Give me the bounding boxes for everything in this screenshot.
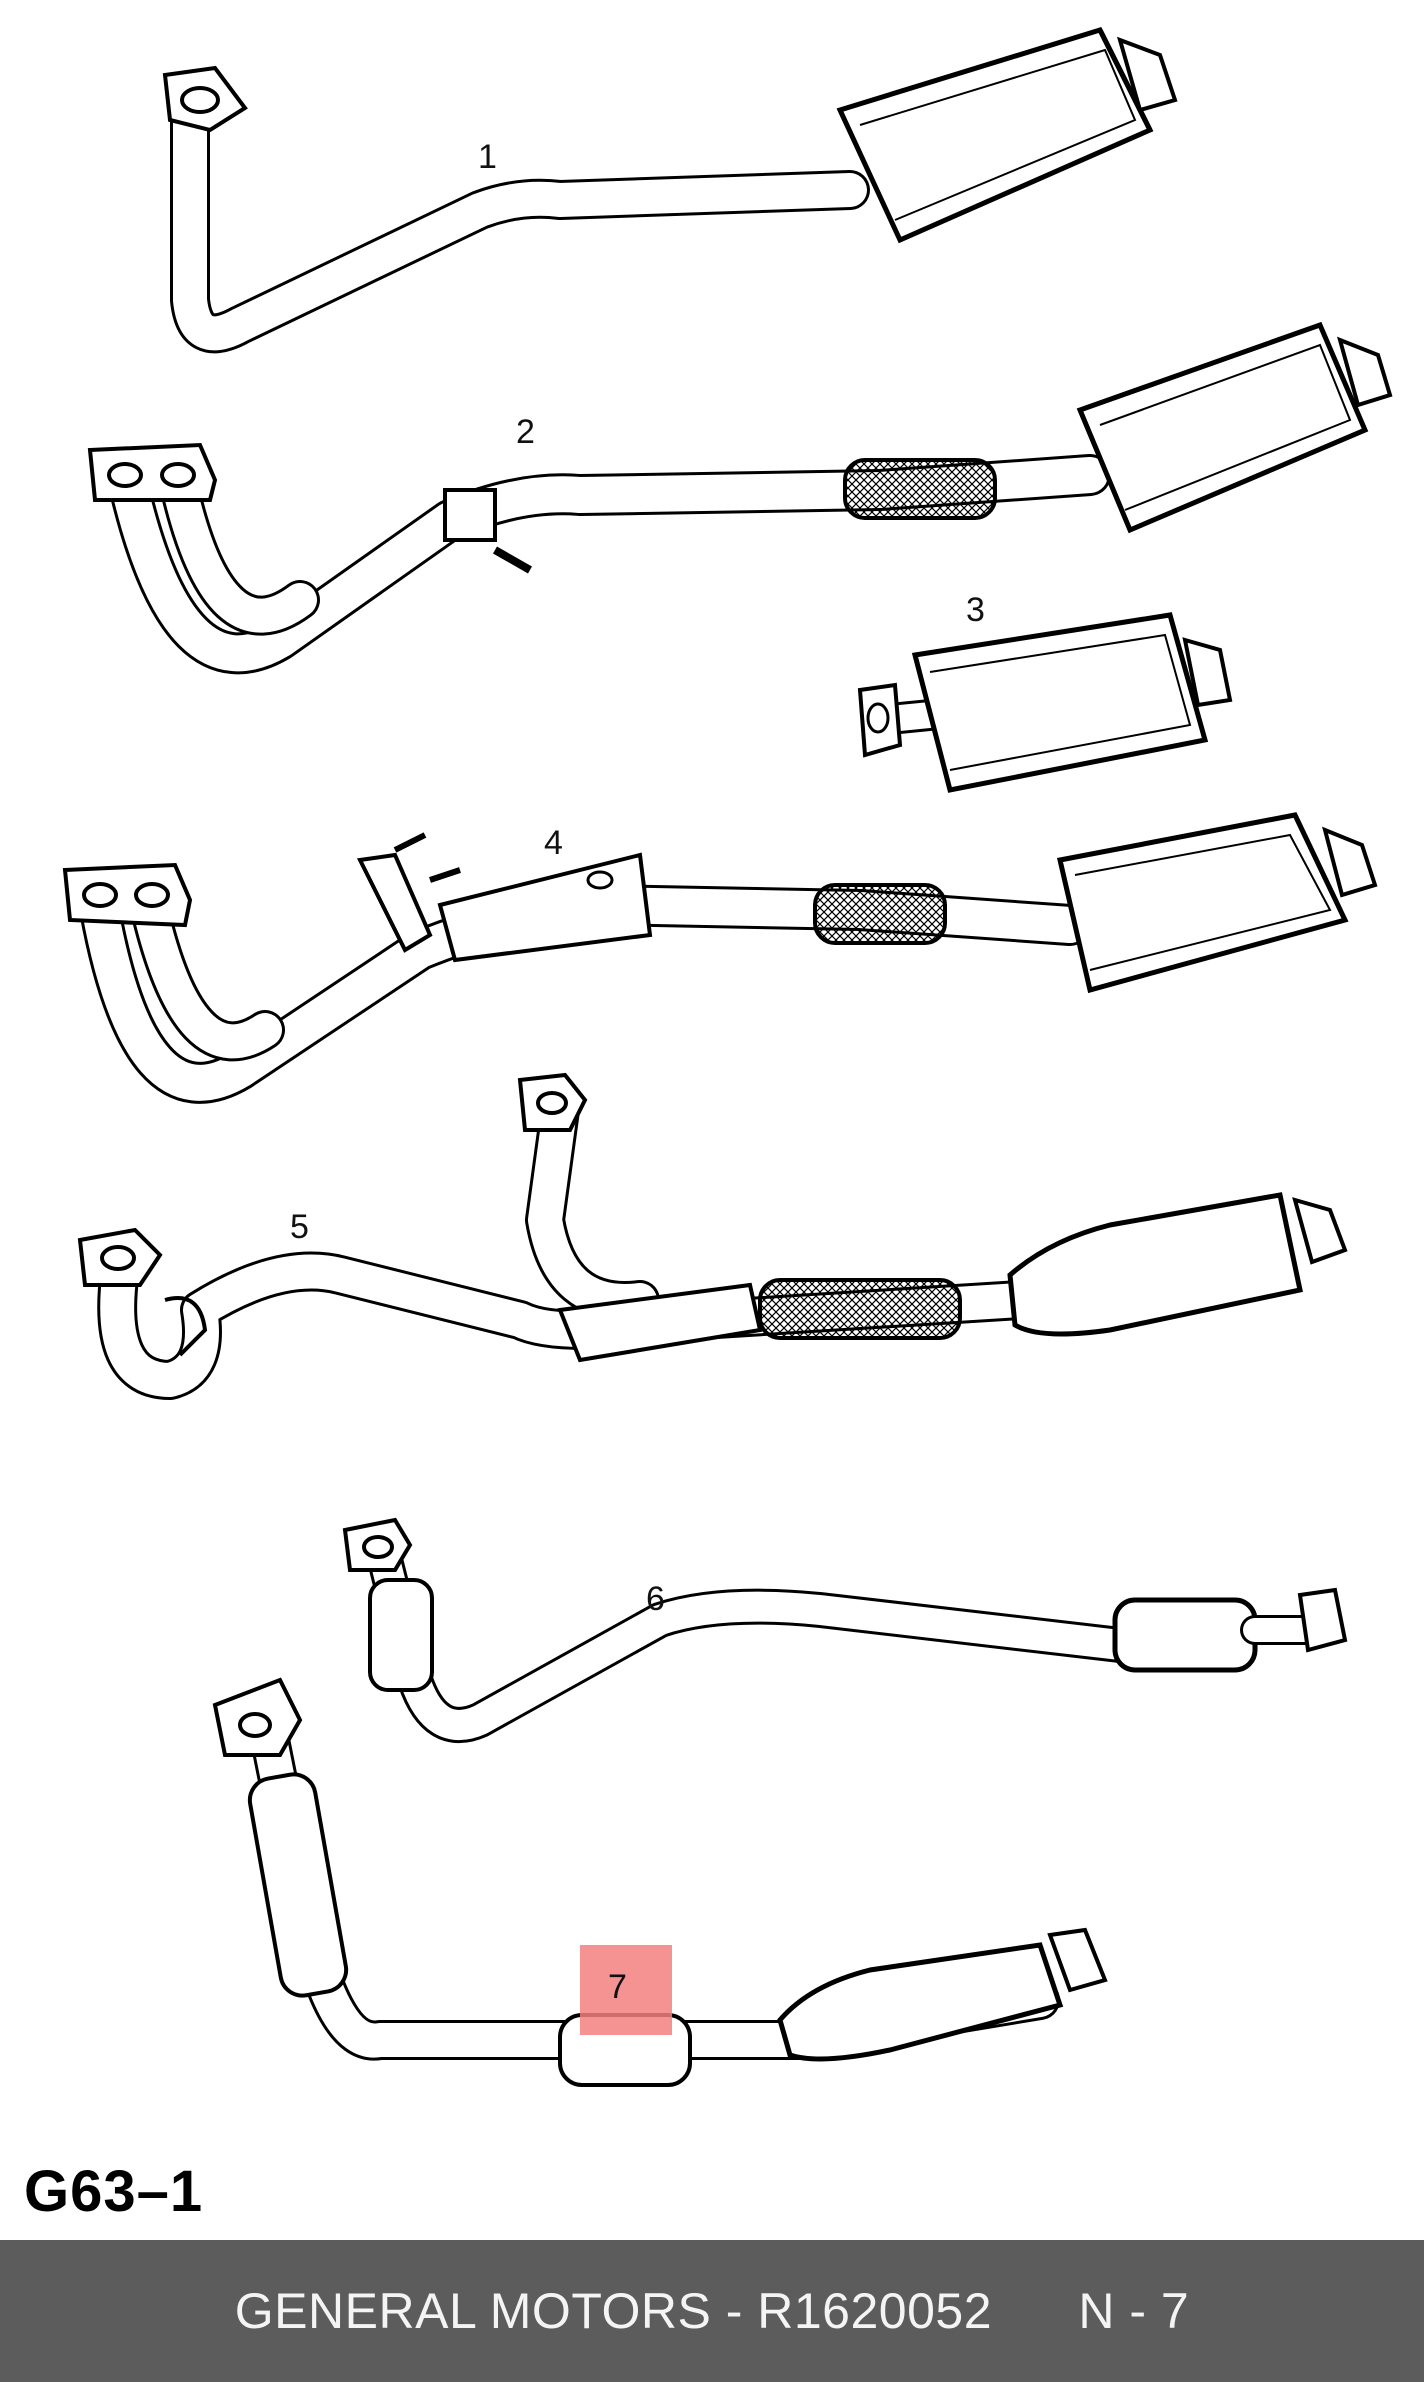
part-7-highlight bbox=[580, 1945, 672, 2035]
footer-text: GENERAL MOTORS - R1620052 N - 7 bbox=[234, 2283, 1190, 2339]
part-4-heat-shield bbox=[437, 852, 653, 963]
part-5-front-pipe-with-converter bbox=[77, 1072, 1348, 1400]
part-6-flex-joint bbox=[368, 1578, 434, 1692]
part-label-2: 2 bbox=[516, 413, 535, 451]
exhaust-parts-diagram bbox=[62, 26, 1393, 2087]
part-6-catalytic-converter bbox=[1112, 1597, 1258, 1673]
part-label-4: 4 bbox=[544, 824, 563, 862]
part-label-5: 5 bbox=[290, 1208, 309, 1246]
diagram-code: G63–1 bbox=[24, 2159, 204, 2224]
part-1-front-pipe-with-converter bbox=[162, 26, 1178, 354]
part-1-catalytic-converter bbox=[836, 26, 1178, 244]
part-label-1: 1 bbox=[478, 138, 497, 176]
part-4-twin-flange bbox=[62, 862, 193, 928]
part-2-bracket bbox=[443, 488, 497, 542]
part-4-bracket bbox=[356, 852, 433, 953]
part-7-flex-joint-upper bbox=[247, 1772, 349, 1998]
part-2-catalytic-converter bbox=[1076, 321, 1393, 534]
part-label-7: 7 bbox=[608, 1968, 627, 2006]
part-2-flex-joint bbox=[843, 458, 997, 520]
part-4-front-pipe-with-converter bbox=[62, 812, 1378, 1104]
part-3-catalytic-converter bbox=[857, 612, 1233, 793]
part-4-catalytic-converter bbox=[1056, 812, 1378, 994]
part-2-front-pipe-with-converter bbox=[87, 321, 1393, 675]
part-5-y-junction bbox=[557, 1282, 763, 1363]
part-6-rear-flange bbox=[1297, 1587, 1348, 1653]
part-5-catalytic-converter bbox=[1007, 1192, 1348, 1337]
part-label-6: 6 bbox=[646, 1580, 665, 1618]
part-3-outlet-flange bbox=[1182, 637, 1233, 708]
part-label-3: 3 bbox=[966, 591, 985, 629]
footer-bar: GENERAL MOTORS - R1620052 N - 7 bbox=[0, 2240, 1424, 2382]
part-6-front-pipe-with-converter bbox=[342, 1517, 1348, 1743]
part-5-flex-joint bbox=[758, 1278, 962, 1340]
part-7-catalytic-converter bbox=[777, 1927, 1108, 2062]
part-4-flex-joint bbox=[813, 883, 947, 945]
